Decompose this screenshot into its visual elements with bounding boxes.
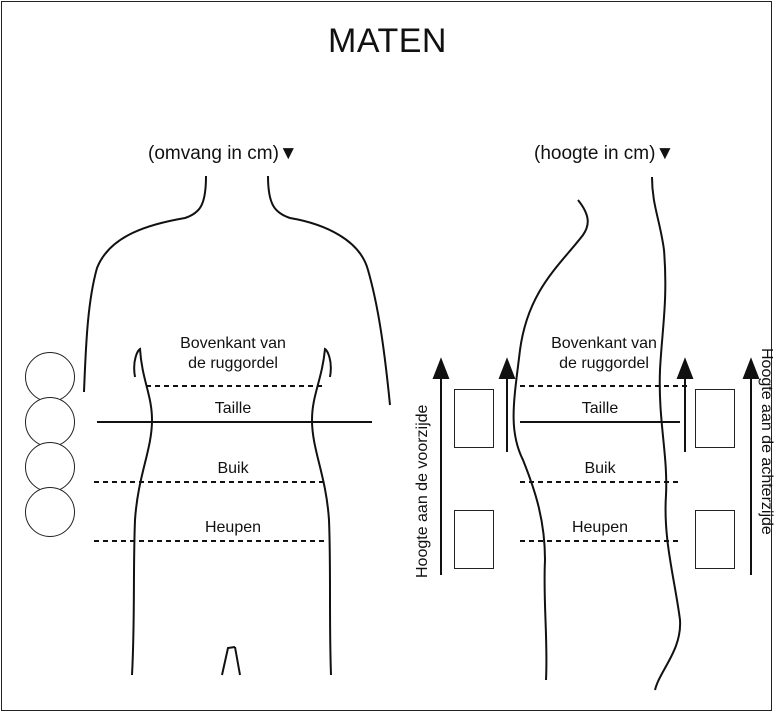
circumference-circle-belly (25, 442, 75, 492)
circumference-circle-hips (25, 487, 75, 537)
front-hips-label: Heupen (183, 517, 283, 538)
side-hips-label: Heupen (550, 517, 650, 538)
up-arrow-icon (434, 360, 448, 378)
side-top-belt-label-line2: de ruggordel (534, 354, 674, 374)
circumference-circle-top (25, 352, 75, 402)
up-arrow-icon (500, 360, 514, 378)
front-waist-label: Taille (193, 398, 273, 419)
front-belly-label: Buik (193, 458, 273, 479)
side-front-outline (514, 200, 588, 680)
front-right-torso (312, 349, 331, 675)
front-top-belt-label: Bovenkant van de ruggordel (163, 334, 303, 374)
front-height-box-bottom (454, 510, 494, 569)
front-crotch-right (235, 647, 240, 675)
side-top-belt-label: Bovenkant van de ruggordel (534, 334, 674, 374)
front-top-belt-label-line1: Bovenkant van (163, 334, 303, 354)
up-arrow-icon (744, 360, 758, 378)
side-back-outline (652, 177, 680, 690)
circumference-circle-waist (25, 397, 75, 447)
back-height-label: Hoogte aan de achterzijde (757, 348, 775, 535)
back-height-box-top (695, 389, 735, 448)
side-waist-label: Taille (560, 398, 640, 419)
front-height-box-top (454, 389, 494, 448)
up-arrow-icon (678, 360, 692, 378)
back-height-box-bottom (695, 510, 735, 569)
front-left-torso (132, 349, 152, 675)
side-belly-label: Buik (560, 458, 640, 479)
front-height-label: Hoogte aan de voorzijde (414, 405, 432, 578)
front-top-belt-label-line2: de ruggordel (163, 354, 303, 374)
front-crotch-left (222, 647, 235, 675)
side-top-belt-label-line1: Bovenkant van (534, 334, 674, 354)
